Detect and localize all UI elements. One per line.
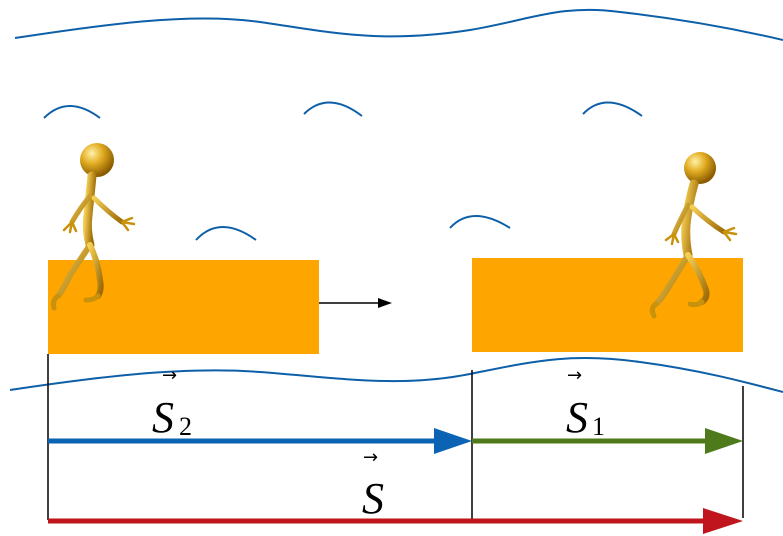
wave xyxy=(449,215,511,229)
label-s1: → S 1 xyxy=(566,365,605,442)
raft-left xyxy=(48,260,319,354)
wave xyxy=(43,105,101,119)
wave xyxy=(303,101,363,117)
label-s1-letter: S xyxy=(566,393,588,442)
bottom-river-bank xyxy=(9,356,783,393)
label-s2-subscript: 2 xyxy=(179,412,192,441)
wave xyxy=(195,226,257,241)
wave xyxy=(582,101,643,117)
vector-s2 xyxy=(48,428,472,454)
label-s1-subscript: 1 xyxy=(592,412,605,441)
vector-arrow-mark: → xyxy=(567,365,582,386)
vector-arrow-mark: → xyxy=(162,365,177,386)
vector-s xyxy=(48,508,743,534)
label-s2: → S 2 xyxy=(152,365,192,442)
raft-right xyxy=(472,258,743,352)
label-s-letter: S xyxy=(362,474,384,523)
golden-stick-figure-icon xyxy=(51,143,136,311)
top-river-bank xyxy=(14,8,783,41)
golden-stick-figure-icon xyxy=(649,152,738,319)
vector-arrow-mark: → xyxy=(363,447,378,468)
label-s: → S xyxy=(362,447,384,523)
label-s2-letter: S xyxy=(152,393,174,442)
motion-arrow xyxy=(319,298,392,308)
vector-s1 xyxy=(472,428,743,454)
